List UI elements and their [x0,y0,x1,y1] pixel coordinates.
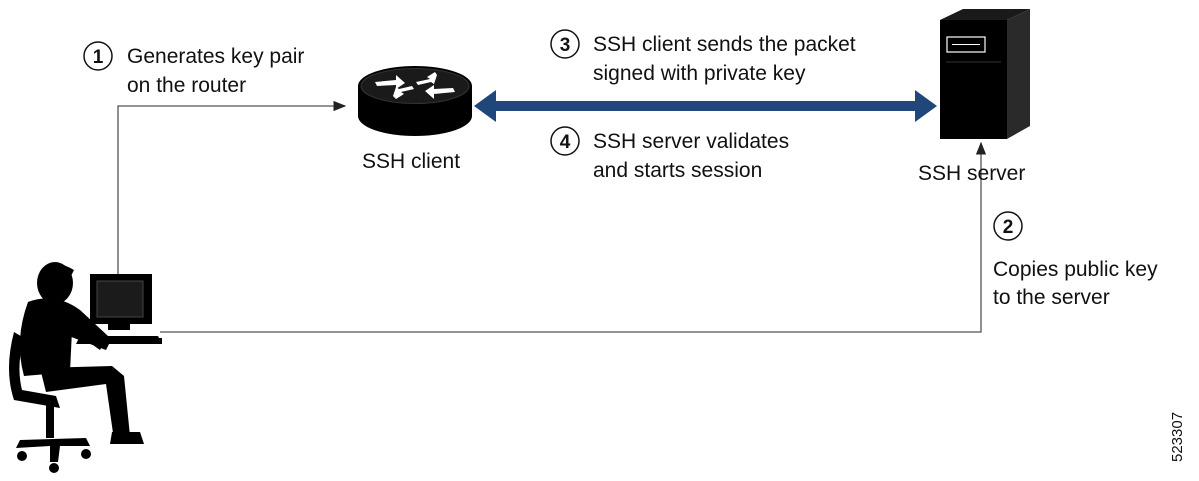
step-4-line-1: SSH server validates [593,130,789,153]
connector-user-to-server [160,141,987,333]
step-4: 4 SSH server validates and starts sessio… [550,126,789,182]
step-3-line-1: SSH client sends the packet [593,33,856,56]
server-tower-icon [940,9,1030,139]
user-at-workstation-icon [9,262,162,473]
step-1: 1 Generates key pair on the router [83,41,304,97]
step-3: 3 SSH client sends the packet signed wit… [550,29,856,85]
step-2-line-2: to the server [993,286,1110,309]
router-icon [358,66,472,136]
step-1-number: 1 [93,47,104,68]
ssh-client-label: SSH client [362,150,460,173]
step-3-number: 3 [560,35,571,56]
figure-id: 523307 [1169,412,1186,462]
step-2-line-1: Copies public key [993,258,1158,281]
step-2: 2 Copies public key to the server [993,211,1158,309]
double-arrow [474,90,937,122]
step-1-line-2: on the router [127,74,246,97]
step-2-number: 2 [1003,217,1014,238]
step-4-line-2: and starts session [593,159,762,182]
step-4-number: 4 [560,132,571,153]
step-3-line-2: signed with private key [593,62,806,85]
ssh-server-label: SSH server [918,162,1025,185]
connector-user-to-client [117,100,347,275]
step-1-line-1: Generates key pair [127,45,304,68]
